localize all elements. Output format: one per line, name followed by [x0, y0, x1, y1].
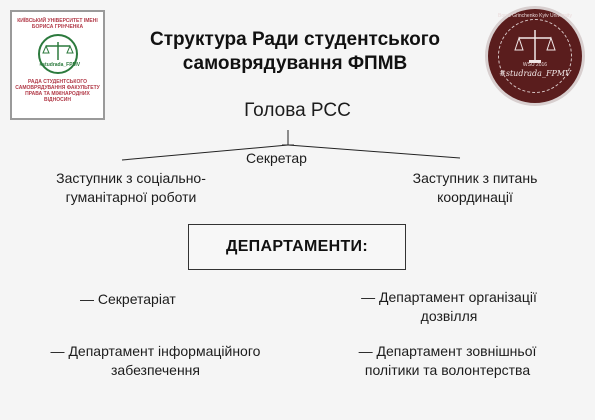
- deputy-coordination: Заступник з питань координації: [370, 169, 580, 207]
- logo-left-bottom-text: РАДА СТУДЕНТСЬКОГО САМОВРЯДУВАННЯ ФАКУЛЬ…: [15, 79, 100, 103]
- department-secretariat-label: Секретаріат: [97, 291, 176, 307]
- department-information-line-1: Департамент інформаційного: [68, 343, 261, 359]
- deputy-right-line-2: координації: [437, 189, 513, 205]
- logo-right-year: WSU 2016: [522, 62, 548, 68]
- department-information: — Департамент інформаційного забезпеченн…: [8, 342, 303, 380]
- logo-right-arc-text: Borys Grinchenko Kyiv University: [498, 13, 572, 19]
- bullet-dash-icon: —: [50, 343, 65, 359]
- logo-right-tag: #studrada_FPMV: [499, 69, 571, 78]
- faculty-logo-left: КИЇВСЬКИЙ УНІВЕРСИТЕТ ІМЕНІ БОРИСА ГРІНЧ…: [10, 10, 105, 120]
- department-leisure: — Департамент організації дозвілля: [324, 288, 574, 326]
- bullet-dash-icon: —: [358, 343, 373, 359]
- secretary-label: Секретар: [246, 150, 307, 166]
- department-leisure-line-2: дозвілля: [420, 308, 478, 324]
- deputy-left-line-2: гуманітарної роботи: [65, 189, 197, 205]
- title-line-1: Структура Ради студентського: [150, 29, 440, 50]
- department-secretariat: — Секретаріат: [80, 290, 176, 309]
- university-logo-right: Borys Grinchenko Kyiv University WSU 201…: [485, 6, 585, 106]
- bullet-dash-icon: —: [361, 289, 376, 305]
- logo-right-inner-ring: WSU 2016: [498, 19, 572, 93]
- departments-heading: ДЕПАРТАМЕНТИ:: [226, 238, 368, 255]
- bullet-dash-icon: —: [80, 291, 94, 307]
- deputy-left-line-1: Заступник з соціально-: [56, 170, 206, 186]
- title-line-2: самоврядування ФПМВ: [182, 53, 408, 74]
- department-foreign-line-2: політики та волонтерства: [364, 362, 531, 378]
- department-information-line-2: забезпечення: [111, 362, 200, 378]
- department-foreign-policy: — Департамент зовнішньої політики та вол…: [320, 342, 575, 380]
- logo-left-tag: #studrada_FPMV: [39, 62, 81, 68]
- deputy-social-humanitarian: Заступник з соціально- гуманітарної робо…: [16, 169, 246, 207]
- departments-heading-box: ДЕПАРТАМЕНТИ:: [188, 224, 406, 270]
- logo-left-top-text: КИЇВСЬКИЙ УНІВЕРСИТЕТ ІМЕНІ БОРИСА ГРІНЧ…: [17, 18, 98, 30]
- page-title: Структура Ради студентського самоврядува…: [100, 28, 490, 76]
- scales-icon: [514, 30, 556, 63]
- deputy-right-line-1: Заступник з питань: [412, 170, 538, 186]
- department-leisure-line-1: Департамент організації: [379, 289, 537, 305]
- scales-emblem-icon: #studrada_FPMV: [37, 34, 81, 74]
- department-foreign-line-1: Департамент зовнішньої: [376, 343, 537, 359]
- head-of-council: Голова РСС: [244, 100, 351, 121]
